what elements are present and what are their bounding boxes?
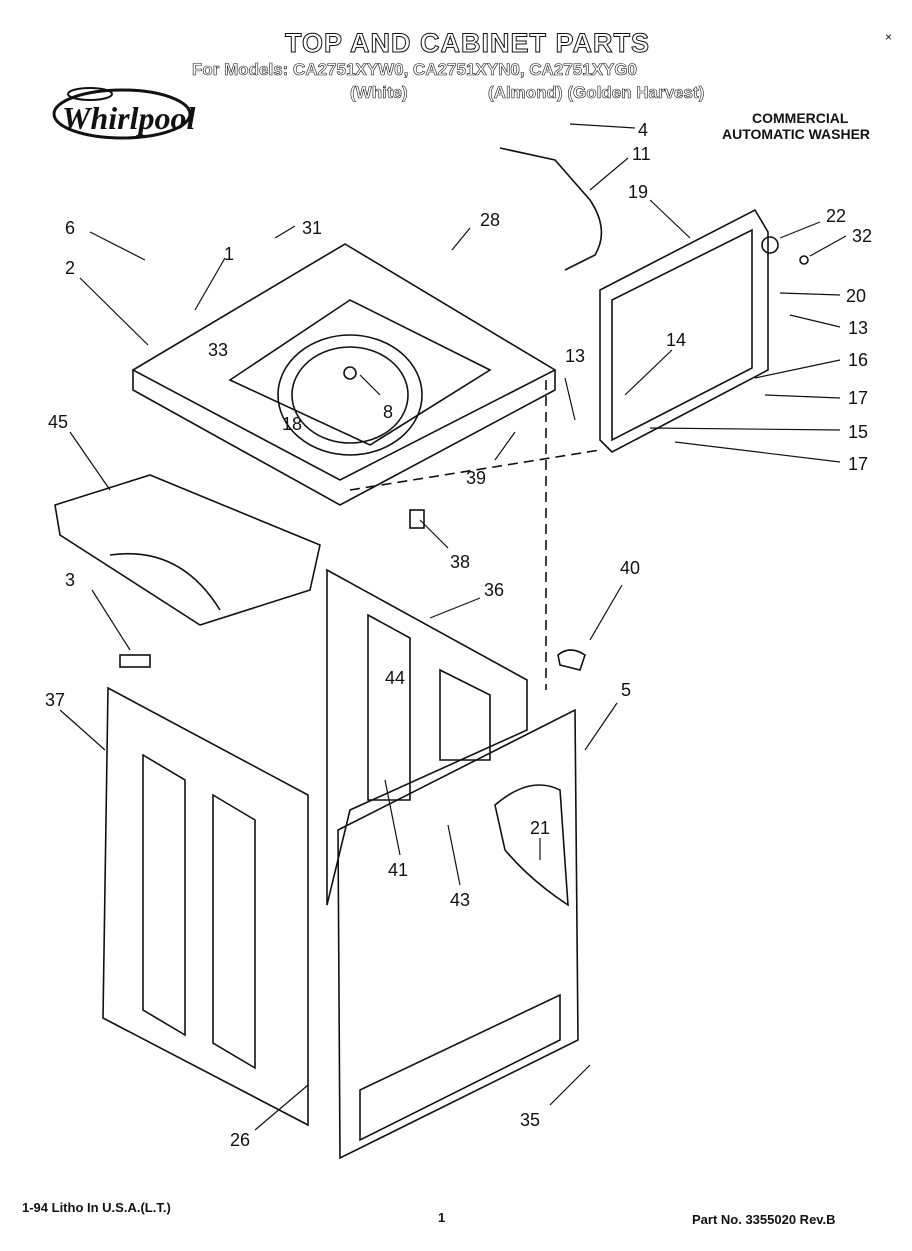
callout: 38 <box>450 552 470 572</box>
callout: 17 <box>848 388 868 408</box>
callout: 14 <box>666 330 686 350</box>
callout: 32 <box>852 226 872 246</box>
callout: 35 <box>520 1110 540 1130</box>
leader-lines <box>59 123 847 1131</box>
callout: 31 <box>302 218 322 238</box>
callout: 13 <box>848 318 868 338</box>
color-others: (Almond) (Golden Harvest) <box>488 83 705 103</box>
callout: 44 <box>385 668 405 688</box>
left-side-panel <box>102 686 309 1127</box>
callout: 1 <box>224 244 234 264</box>
whirlpool-logo: Whirlpool <box>50 84 210 154</box>
callout: 17 <box>848 454 868 474</box>
guide-line-2 <box>349 449 601 491</box>
models-line: For Models: CA2751XYW0, CA2751XYN0, CA27… <box>192 60 638 80</box>
callout: 19 <box>628 182 648 202</box>
callout: 2 <box>65 258 75 278</box>
callout: 18 <box>282 414 302 434</box>
callout: 6 <box>65 218 75 238</box>
callout: 11 <box>632 144 651 164</box>
callout: 22 <box>826 206 846 226</box>
product-type: COMMERCIAL AUTOMATIC WASHER <box>722 110 870 142</box>
product-line-1: COMMERCIAL <box>752 110 849 126</box>
front-panel <box>337 708 579 1160</box>
harness <box>499 147 603 271</box>
callout: 21 <box>530 818 550 838</box>
callout: 16 <box>848 350 868 370</box>
callout: 26 <box>230 1130 250 1150</box>
callout: 28 <box>480 210 500 230</box>
rear-panel <box>54 474 321 626</box>
litho-note: 1-94 Litho In U.S.A.(L.T.) <box>22 1200 171 1215</box>
page-number: 1 <box>438 1210 446 1225</box>
callout: 40 <box>620 558 640 578</box>
callout: 13 <box>565 346 585 366</box>
callout: 43 <box>450 890 470 910</box>
color-white: (White) <box>350 83 408 103</box>
top-panel <box>131 243 557 506</box>
logo-wordmark: Whirlpool <box>62 100 196 136</box>
callout: 15 <box>848 422 868 442</box>
rear-cabinet-panel <box>326 568 528 906</box>
corner-mark: × <box>885 30 893 44</box>
product-line-2: AUTOMATIC WASHER <box>722 126 871 142</box>
callout: 8 <box>383 402 393 422</box>
console-frame <box>599 208 769 453</box>
part-number: Part No. 3355020 Rev.B <box>692 1212 836 1227</box>
callout: 39 <box>466 468 486 488</box>
callout: 36 <box>484 580 504 600</box>
page-title: TOP AND CABINET PARTS <box>284 28 651 59</box>
callout: 3 <box>65 570 75 590</box>
callout: 33 <box>208 340 228 360</box>
logo-swoosh-icon <box>52 87 192 140</box>
callout: 45 <box>48 412 68 432</box>
callout: 41 <box>388 860 408 880</box>
callout: 4 <box>638 120 648 140</box>
callout: 20 <box>846 286 866 306</box>
callout: 5 <box>621 680 631 700</box>
small-parts <box>119 236 809 671</box>
callout: 37 <box>45 690 65 710</box>
